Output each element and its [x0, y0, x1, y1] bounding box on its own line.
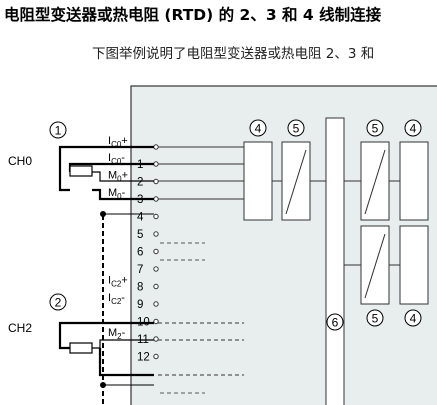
channel-label-ch2: CH2	[8, 321, 32, 335]
converter-slash-right-upper	[364, 149, 386, 215]
callout-5c-circle	[366, 309, 384, 327]
converter-slash-left	[285, 149, 307, 215]
ch2-wiring	[58, 321, 154, 377]
callout-4c-label: 4	[410, 312, 417, 326]
terminal-contact-1	[153, 161, 159, 167]
terminal-signal-1: IC0-	[108, 152, 125, 166]
callout-6-circle	[326, 313, 344, 331]
terminal-number-5: 5	[137, 229, 143, 241]
terminal-contact-12	[153, 353, 159, 360]
terminal-number-8: 8	[137, 282, 143, 294]
terminal-number-7: 7	[137, 264, 143, 276]
terminal-number-12: 12	[137, 352, 150, 364]
description-text: 下图举例说明了电阻型变送器或热电阻 2、3 和	[92, 46, 375, 62]
terminal-signal-11: M2-	[108, 327, 126, 341]
terminal-signal-3: M0-	[108, 187, 126, 201]
callout-1-label: 1	[55, 124, 62, 138]
terminal-number-9: 9	[137, 299, 143, 311]
callout-4-circle	[249, 119, 267, 137]
terminal-number-2: 2	[137, 177, 143, 189]
converter-slash-right-lower	[364, 233, 386, 299]
terminal-signal-8: IC2+	[108, 275, 128, 289]
callout-5-circle	[287, 119, 305, 137]
terminal-contact-10	[153, 318, 159, 325]
terminal-wires	[158, 146, 244, 376]
terminal-contact-6	[153, 248, 159, 255]
ch0-wiring	[58, 145, 154, 201]
terminal-contact-2	[153, 178, 159, 185]
callout-1-circle	[49, 121, 67, 139]
terminal-contact-11	[153, 336, 159, 342]
callout-6-label: 6	[332, 316, 339, 330]
callout-4b-label: 4	[410, 122, 417, 136]
callout-2-circle	[49, 293, 67, 311]
terminal-contact-8	[153, 283, 159, 290]
terminal-signal-9: IC2-	[108, 292, 125, 306]
terminal-contact-9	[153, 301, 159, 307]
callout-4c-circle	[404, 309, 422, 327]
measure-block-left	[243, 141, 273, 221]
page-title: 电阻型变送器或热电阻 (RTD) 的 2、3 和 4 线制连接	[4, 6, 382, 24]
terminal-top-contact	[153, 144, 159, 150]
callout-4b-circle	[404, 119, 422, 137]
terminal-signal-2: M0+	[108, 170, 128, 184]
terminal-number-4: 4	[137, 212, 144, 224]
terminal-contact-3	[153, 196, 159, 202]
terminal-stubs	[160, 242, 205, 394]
measure-block-right-upper	[399, 141, 429, 221]
callout-5-label: 5	[293, 122, 300, 136]
top-signal-label: IC0+	[108, 135, 128, 149]
terminal-contact-4	[153, 213, 159, 220]
callout-2-label: 2	[55, 296, 62, 310]
internal-bus	[325, 117, 345, 405]
terminal-number-6: 6	[137, 247, 143, 259]
callout-4-label: 4	[255, 122, 262, 136]
channel-label-ch0: CH0	[8, 154, 32, 168]
terminal-contact-7	[153, 266, 159, 272]
callout-5b-circle	[366, 119, 384, 137]
callout-5c-label: 5	[372, 312, 379, 326]
terminal-contact-5	[153, 231, 159, 237]
module-housing	[130, 85, 437, 405]
measure-block-right-lower	[399, 225, 429, 305]
callout-5b-label: 5	[372, 122, 379, 136]
